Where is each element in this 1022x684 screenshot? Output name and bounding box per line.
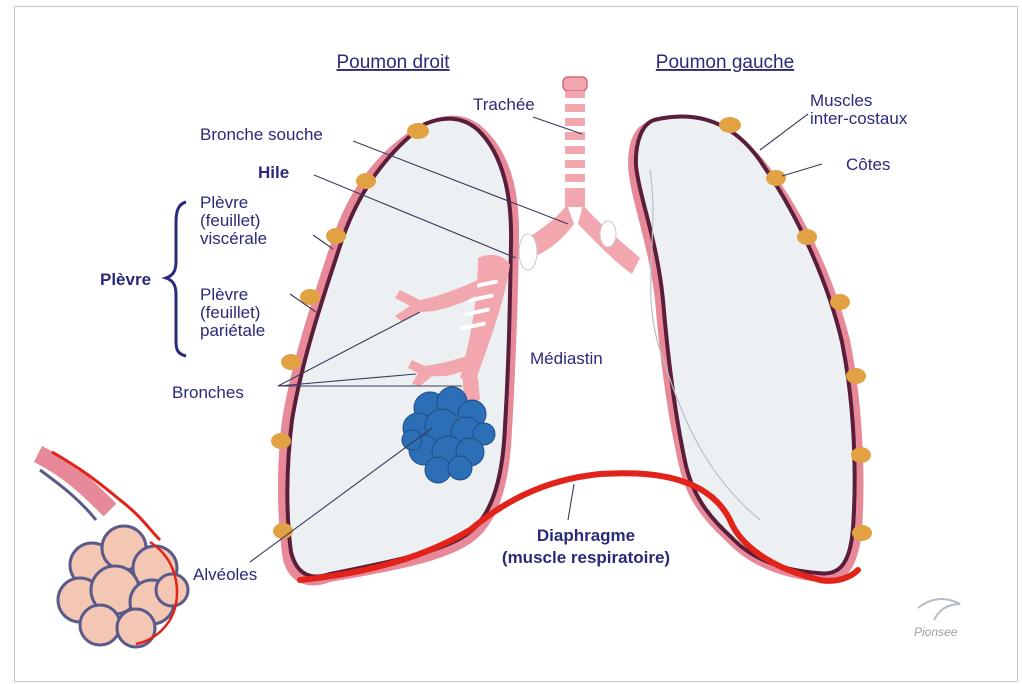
label-diaphragme-2: (muscle respiratoire): [502, 548, 670, 567]
inset-sacs: [58, 526, 188, 647]
rib: [281, 354, 301, 370]
rib: [797, 229, 817, 245]
bronchus-cut-right: [519, 234, 537, 270]
label-muscles-1: Muscles: [810, 91, 872, 110]
label-plevre-visc-3: viscérale: [200, 229, 267, 248]
label-plevre-par-1: Plèvre: [200, 285, 248, 304]
rib: [273, 523, 293, 539]
rib: [851, 447, 871, 463]
rib: [852, 525, 872, 541]
label-bronches: Bronches: [172, 383, 244, 402]
label-plevre: Plèvre: [100, 270, 151, 289]
rib: [407, 123, 429, 139]
rib: [271, 433, 291, 449]
rib: [846, 368, 866, 384]
label-cotes: Côtes: [846, 155, 890, 174]
rib: [326, 228, 346, 244]
rib: [766, 170, 786, 186]
label-plevre-par-2: (feuillet): [200, 303, 260, 322]
left-lung-body: [636, 117, 855, 574]
label-diaphragme-1: Diaphragme: [537, 526, 635, 545]
left-lung: [628, 117, 864, 583]
leader-muscles: [760, 114, 808, 150]
left-lung-title: Poumon gauche: [656, 52, 794, 73]
leader-diaphragme: [568, 484, 574, 520]
trachea-top: [563, 77, 587, 91]
bronchus-cut-left: [600, 221, 616, 247]
plevre-brace: [166, 202, 186, 356]
label-hile: Hile: [258, 163, 289, 182]
label-bronche-souche: Bronche souche: [200, 125, 323, 144]
watermark-logo: Pionsee: [914, 599, 960, 639]
label-plevre-par-3: pariétale: [200, 321, 265, 340]
label-plevre-visc-2: (feuillet): [200, 211, 260, 230]
watermark-text: Pionsee: [914, 625, 958, 639]
label-mediastin: Médiastin: [530, 349, 603, 368]
alveoli-inset: [38, 452, 188, 647]
rib: [830, 294, 850, 310]
label-muscles-2: inter-costaux: [810, 109, 908, 128]
leader-cotes: [782, 164, 822, 176]
rib: [719, 117, 741, 133]
label-plevre-visc-1: Plèvre: [200, 193, 248, 212]
trachea-body: [565, 91, 585, 207]
label-alveoles: Alvéoles: [193, 565, 257, 584]
rib: [356, 173, 376, 189]
right-lung-title: Poumon droit: [336, 52, 450, 73]
label-trachee: Trachée: [473, 95, 535, 114]
trachea: [519, 77, 640, 274]
